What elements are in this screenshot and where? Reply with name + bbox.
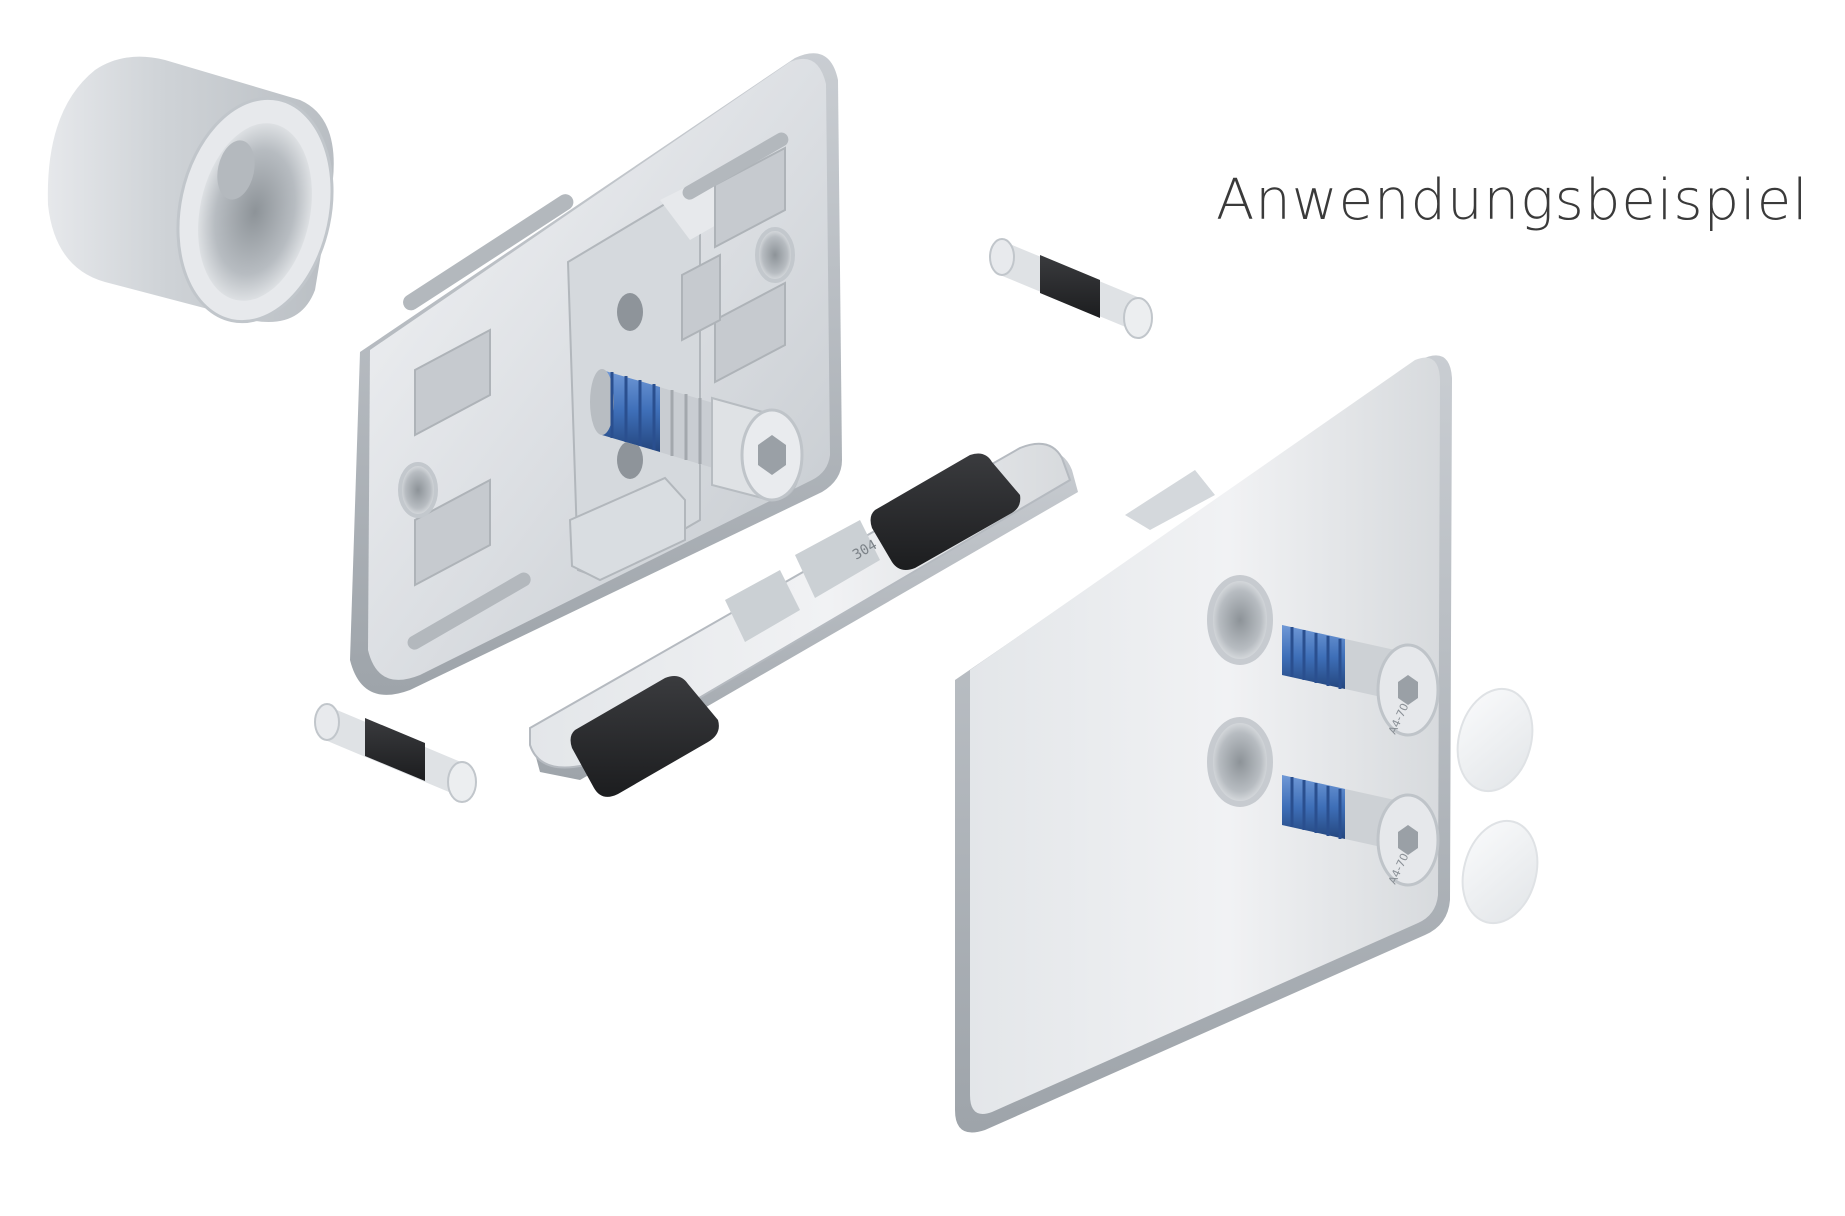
countersunk-screw-upper: A4-70 xyxy=(1282,625,1440,737)
cover-cap-lower xyxy=(1461,819,1539,925)
spring-clip: 304 xyxy=(529,442,1078,797)
countersunk-screw-lower: A4-70 xyxy=(1282,775,1440,887)
clamp-front-plate xyxy=(955,355,1452,1133)
rubber-dowel-pin-lower xyxy=(314,703,477,803)
caption-label: Anwendungsbeispiel xyxy=(1216,168,1809,233)
rubber-dowel-pin-upper xyxy=(989,238,1153,339)
socket-head-screw xyxy=(590,369,804,502)
rubber-pad-upper xyxy=(870,453,1021,570)
clamp-back-plate xyxy=(350,53,842,695)
rubber-pad-lower xyxy=(570,676,719,797)
cover-cap-upper xyxy=(1456,687,1534,793)
round-sleeve xyxy=(47,56,334,324)
